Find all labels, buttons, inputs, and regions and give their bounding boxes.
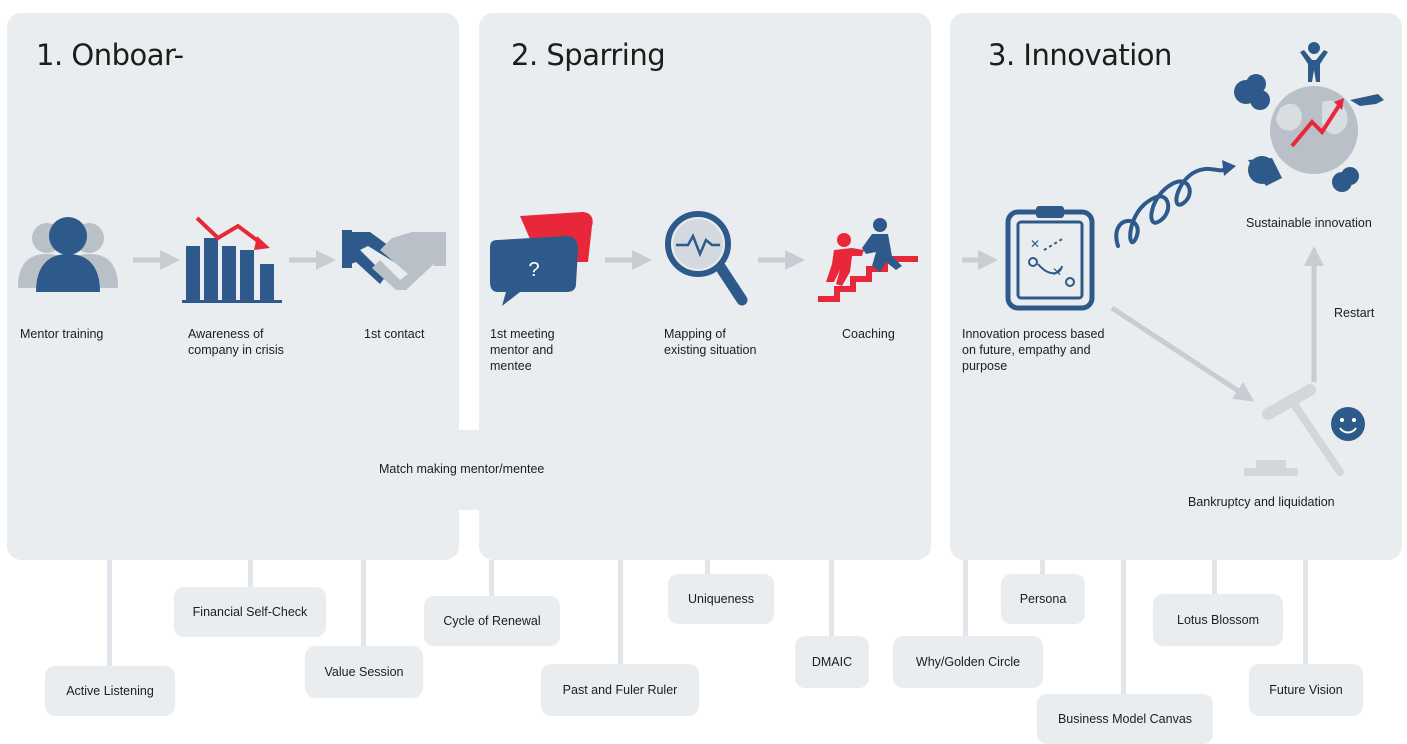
tool-line xyxy=(107,560,112,672)
svg-text:?: ? xyxy=(528,259,539,281)
tool-line xyxy=(1212,560,1217,594)
step-label-mentor-training: Mentor training xyxy=(20,327,104,341)
smiley-icon xyxy=(1331,407,1365,441)
tool-past-future-ruler: Past and Fuler Ruler xyxy=(541,664,699,716)
gavel-icon xyxy=(1244,384,1344,476)
magnifier-icon xyxy=(665,211,748,306)
tool-why-golden-circle: Why/Golden Circle xyxy=(893,636,1043,688)
tactics-clipboard-icon: ✕ ✕ xyxy=(1005,206,1095,311)
tool-line xyxy=(963,560,968,636)
tool-line xyxy=(489,560,494,596)
tool-line xyxy=(829,560,834,636)
stage-title-sparring: 2. Sparring xyxy=(511,38,666,72)
svg-text:✕: ✕ xyxy=(1030,237,1040,251)
tool-line xyxy=(1121,560,1126,694)
tool-cycle-of-renewal: Cycle of Renewal xyxy=(424,596,560,646)
flow-arrow xyxy=(1110,305,1255,402)
tool-dmaic: DMAIC xyxy=(795,636,869,688)
stage-title-innovation: 3. Innovation xyxy=(988,38,1172,72)
handshake-icon xyxy=(342,230,446,290)
connector-label: Match making mentor/mentee xyxy=(379,462,545,476)
tool-future-vision: Future Vision xyxy=(1249,664,1363,716)
tool-line xyxy=(705,560,710,574)
stage-title-onboarding: 1. Onboar- xyxy=(36,38,184,72)
tool-line xyxy=(248,560,253,588)
step-label-bankruptcy: Bankruptcy and liquidation xyxy=(1188,495,1335,509)
tool-uniqueness: Uniqueness xyxy=(668,574,774,624)
step-label-first-meeting: 1st meeting mentor and mentee xyxy=(490,327,555,373)
tool-business-model-canvas: Business Model Canvas xyxy=(1037,694,1213,744)
step-label-first-contact: 1st contact xyxy=(364,327,425,341)
tool-line xyxy=(361,560,366,646)
step-label-restart: Restart xyxy=(1334,306,1375,320)
tool-line xyxy=(618,560,623,664)
tool-financial-self-check: Financial Self-Check xyxy=(174,587,326,637)
tool-active-listening: Active Listening xyxy=(45,666,175,716)
step-label-mapping: Mapping of existing situation xyxy=(664,327,757,357)
step-label-coaching: Coaching xyxy=(842,327,895,341)
step-label-innovation-process: Innovation process based on future, empa… xyxy=(962,327,1105,373)
growth-spiral-icon xyxy=(1114,166,1230,248)
step-label-awareness: Awareness of company in crisis xyxy=(188,327,284,357)
speech-bubbles-icon: ? xyxy=(490,212,593,306)
tool-value-session: Value Session xyxy=(305,646,423,698)
step-label-sustainable-innovation: Sustainable innovation xyxy=(1246,216,1372,230)
globe-growth-icon xyxy=(1234,42,1384,192)
mentor-group-icon xyxy=(18,217,118,292)
helping-up-stairs-icon xyxy=(818,218,918,302)
tool-persona: Persona xyxy=(1001,574,1085,624)
tool-lotus-blossom: Lotus Blossom xyxy=(1153,594,1283,646)
tool-line xyxy=(1040,560,1045,574)
tool-line xyxy=(1303,560,1308,664)
declining-bar-chart-icon xyxy=(182,216,282,303)
